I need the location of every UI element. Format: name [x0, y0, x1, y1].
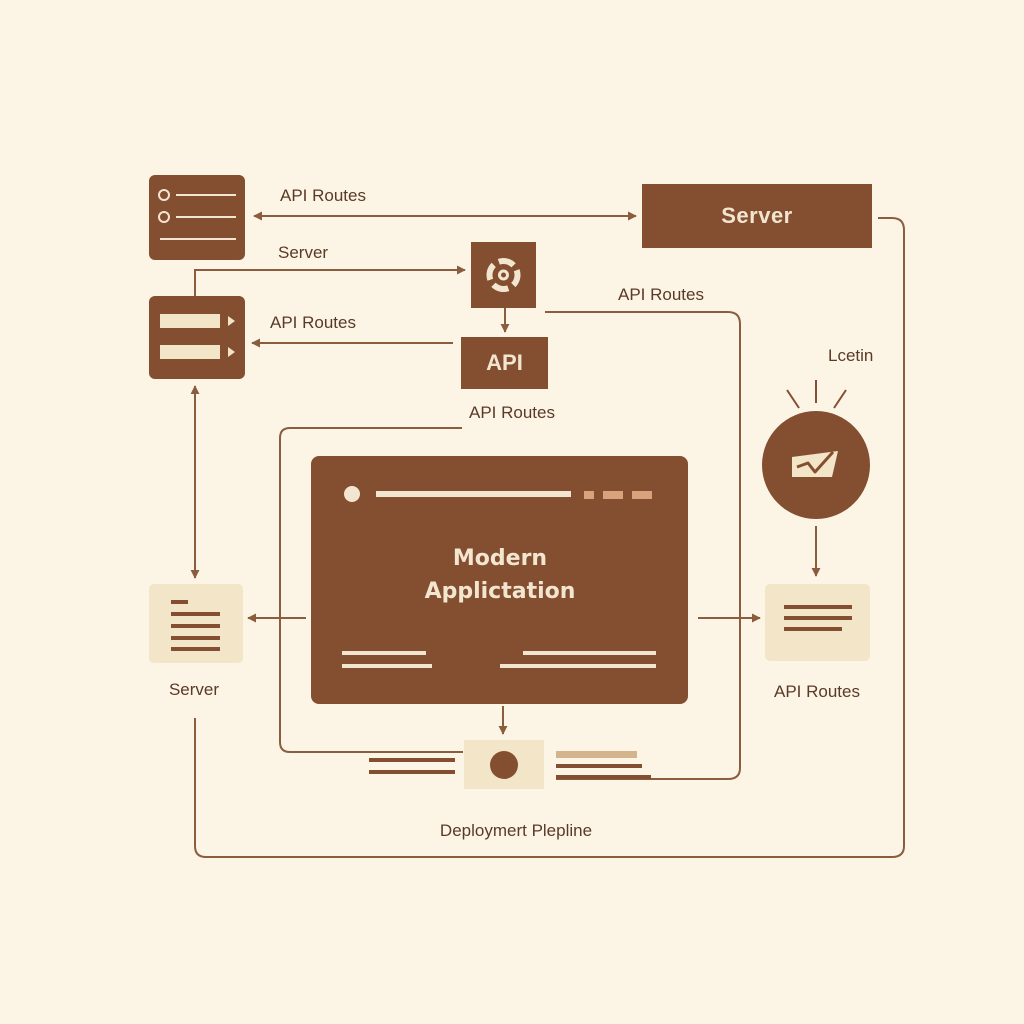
- document-icon: [784, 605, 852, 631]
- label-api-routes-top: API Routes: [280, 186, 366, 205]
- label-deployment-pipeline: Deploymert Plepline: [439, 821, 593, 840]
- chart-icon: [792, 450, 838, 477]
- api-box[interactable]: API: [461, 337, 548, 389]
- document-card-right[interactable]: [765, 584, 870, 661]
- connector-inner-left: [279, 427, 463, 753]
- list-card[interactable]: [149, 175, 245, 260]
- window-title-bar: [376, 491, 571, 497]
- lifebuoy-icon: [486, 258, 521, 292]
- signal-rays: [786, 380, 847, 409]
- form-icon: [160, 314, 235, 359]
- app-title-line1: Modern: [452, 546, 548, 571]
- list-icon: [158, 189, 236, 240]
- connector-form-hub: [194, 265, 466, 296]
- label-api-routes-right-top: API Routes: [618, 285, 704, 304]
- connector-inner-right: [545, 311, 741, 780]
- connectors: [190, 211, 905, 858]
- hub-node[interactable]: [471, 242, 536, 308]
- location-node[interactable]: [762, 380, 870, 519]
- server-box[interactable]: Server: [642, 184, 872, 248]
- label-api-routes-left: API Routes: [270, 313, 356, 332]
- app-title: Modern Applictation: [320, 542, 680, 608]
- label-api-routes-bottom-right: API Routes: [774, 682, 860, 701]
- label-server-bottom-left: Server: [168, 680, 220, 699]
- window-dot-icon: [344, 486, 360, 502]
- pipeline-row[interactable]: [369, 740, 651, 789]
- label-server-left: Server: [278, 243, 329, 262]
- circle-node-icon: [490, 751, 518, 779]
- label-api-routes-under-api: API Routes: [469, 403, 555, 422]
- document-icon: [171, 600, 220, 651]
- form-card[interactable]: [149, 296, 245, 379]
- document-card-left[interactable]: [149, 584, 243, 663]
- app-title-line2: Applictation: [424, 579, 576, 604]
- connector-outer-loop: [194, 217, 905, 858]
- label-location: Lcetin: [828, 346, 874, 365]
- modern-application-window[interactable]: [311, 456, 688, 704]
